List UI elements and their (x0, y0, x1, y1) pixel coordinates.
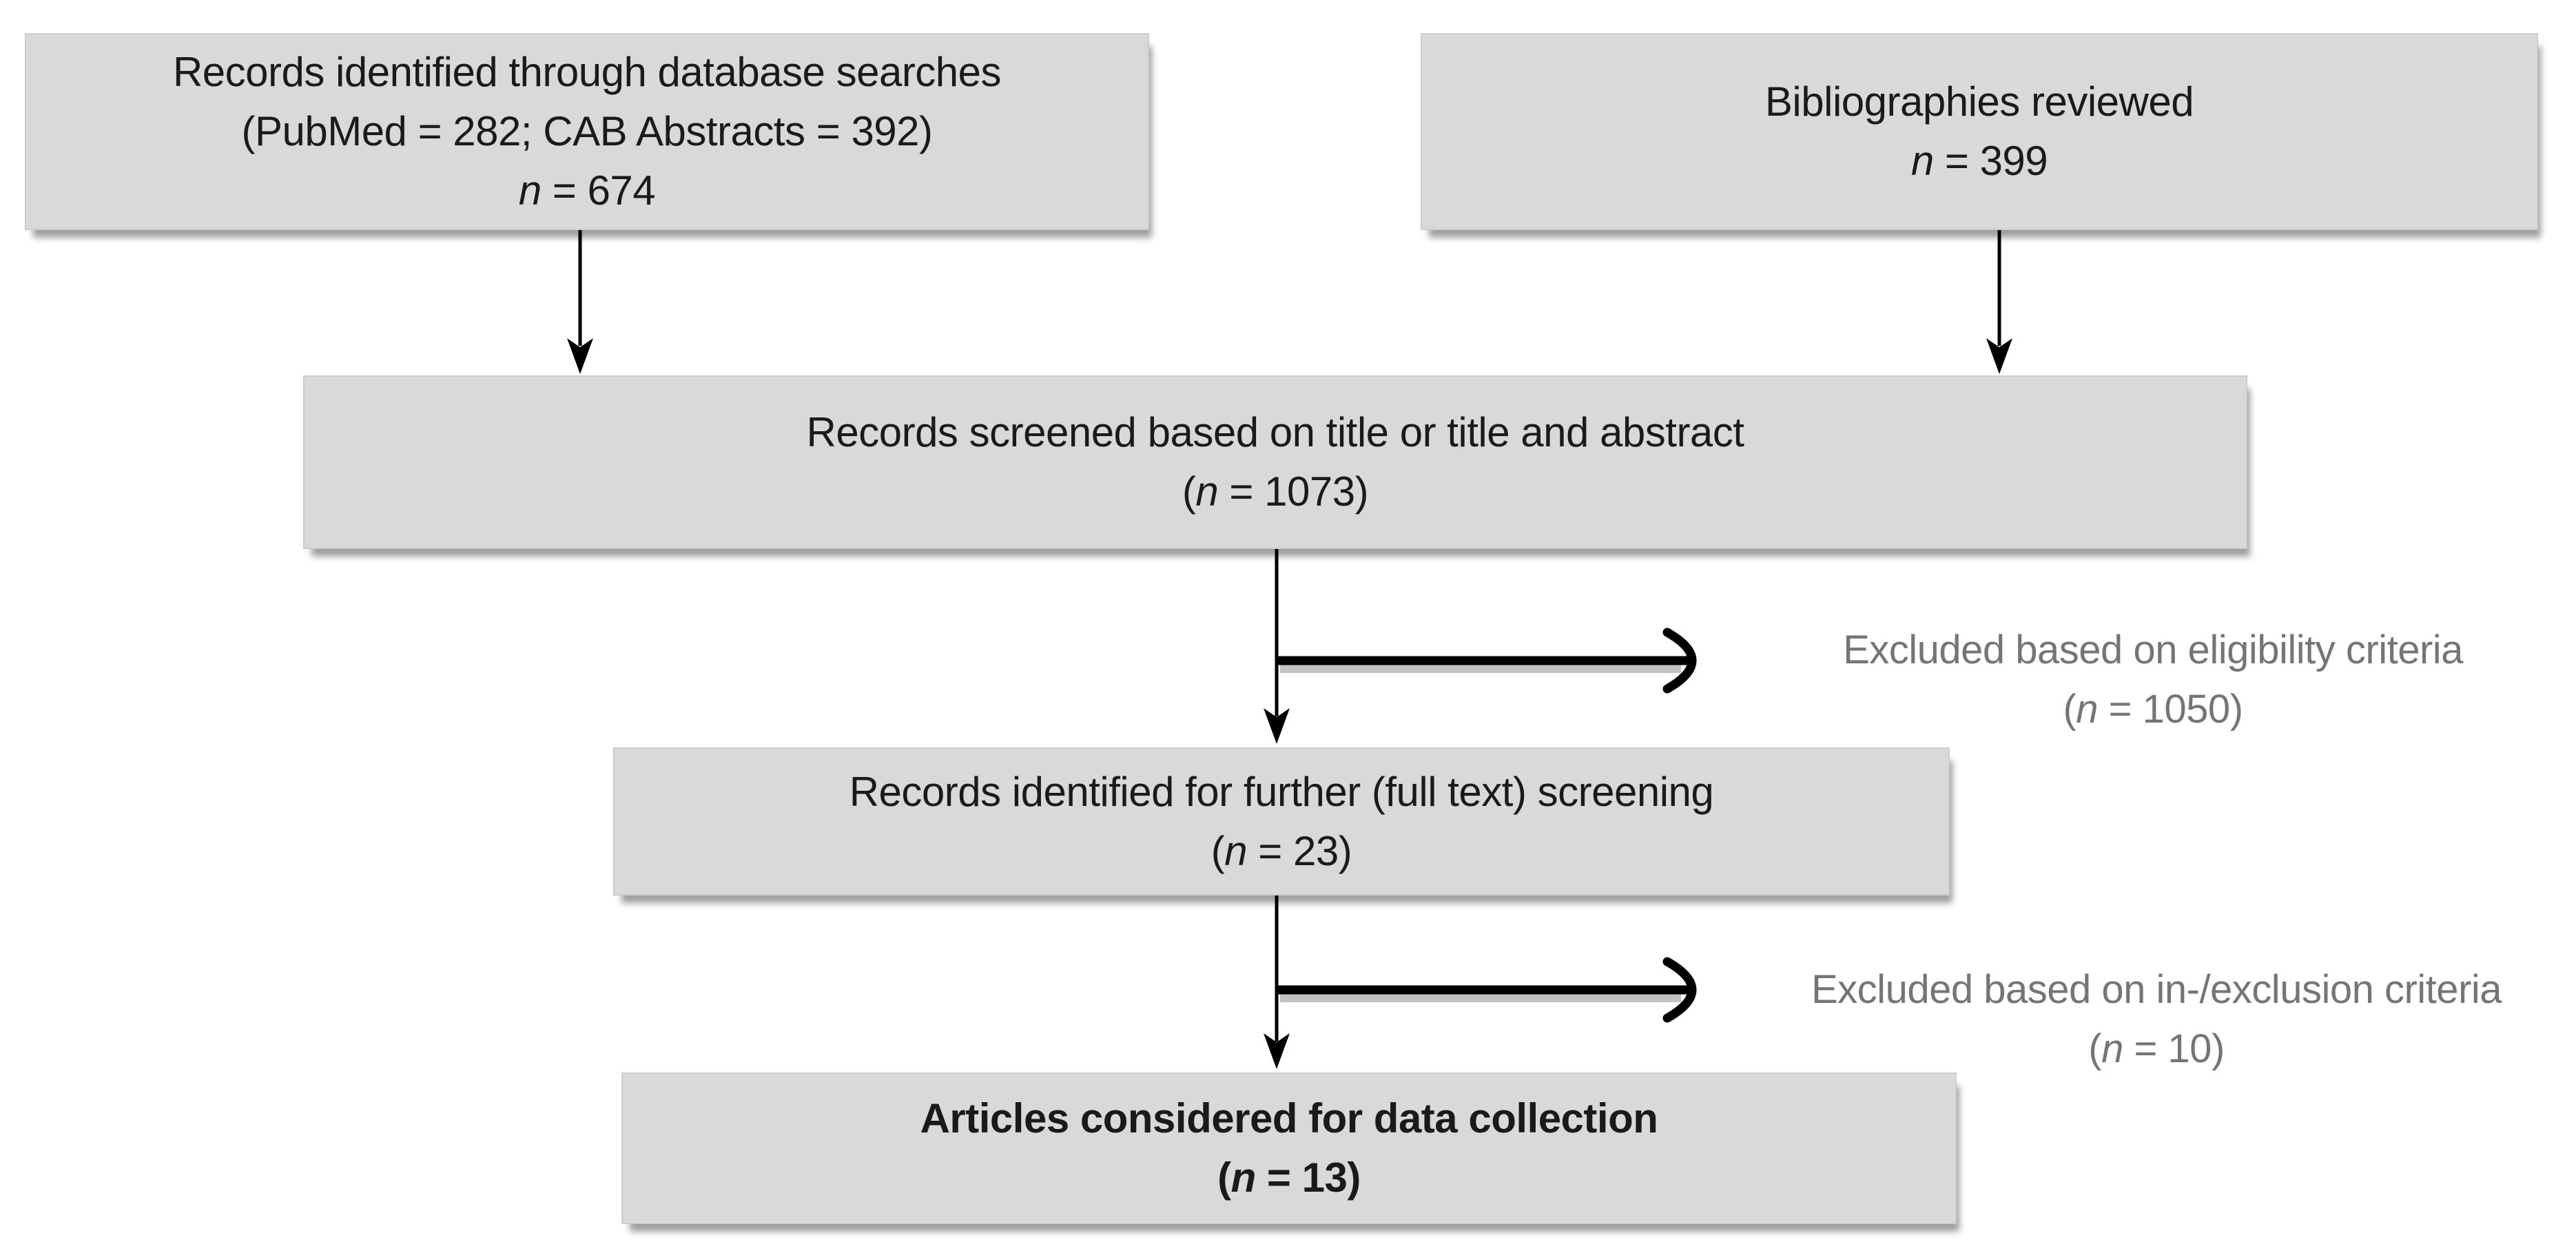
n-value: = 399 (1933, 138, 2048, 184)
note-text-line: Excluded based on eligibility criteria (1843, 628, 2463, 672)
n-value: = 23) (1247, 827, 1352, 874)
box-database-searches: Records identified through database sear… (25, 33, 1149, 230)
n-prefix: ( (1182, 468, 1196, 515)
box-n-count: (n = 23) (1211, 822, 1352, 881)
note-text-line: Excluded based on in-/exclusion criteria (1811, 967, 2502, 1012)
n-symbol: n (1910, 138, 1934, 184)
n-prefix: ( (2088, 1026, 2102, 1071)
n-value: = 674 (541, 167, 656, 214)
n-symbol: n (1224, 827, 1248, 874)
box-bibliographies-reviewed: Bibliographies reviewed n = 399 (1421, 33, 2538, 230)
n-value: = 1073) (1218, 468, 1369, 515)
n-prefix: ( (1217, 1154, 1231, 1201)
box-n-count: n = 399 (1911, 132, 2048, 191)
n-value: = 10) (2123, 1026, 2225, 1071)
box-n-count: (n = 1073) (1182, 462, 1369, 521)
box-text-line: Records screened based on title or title… (806, 409, 1744, 455)
note-excluded-inexclusion: Excluded based on in-/exclusion criteria… (1743, 960, 2570, 1079)
box-text-line: Bibliographies reviewed (1764, 79, 2194, 125)
arrow-bibliographies-to-screened (1986, 230, 2012, 374)
note-n-count: (n = 1050) (1743, 680, 2563, 739)
n-prefix: ( (2063, 687, 2077, 732)
box-n-count: (n = 13) (1217, 1148, 1361, 1208)
n-symbol: n (1195, 468, 1219, 515)
box-fulltext-screening: Records identified for further (full tex… (613, 747, 1950, 895)
arrow-database-to-screened (567, 230, 593, 374)
n-symbol: n (2101, 1026, 2123, 1071)
box-text-line: Records identified for further (full tex… (849, 768, 1714, 815)
arrow-branch-excluded-inexclusion (1277, 957, 1697, 1023)
box-n-count: n = 674 (518, 161, 656, 220)
n-symbol: n (2076, 687, 2099, 732)
note-n-count: (n = 10) (1743, 1019, 2570, 1079)
arrow-screened-to-fulltext (1264, 549, 1290, 744)
box-records-screened: Records screened based on title or title… (303, 375, 2247, 549)
n-symbol: n (1230, 1154, 1257, 1201)
box-text-line: (PubMed = 282; CAB Abstracts = 392) (241, 108, 933, 154)
n-value: = 1050) (2098, 687, 2243, 732)
arrow-fulltext-to-articles (1264, 895, 1290, 1069)
arrow-branch-excluded-eligibility (1277, 628, 1697, 694)
box-articles-data-collection: Articles considered for data collection … (621, 1073, 1957, 1224)
box-text-line: Articles considered for data collection (920, 1095, 1658, 1141)
n-value: = 13) (1255, 1154, 1361, 1201)
n-prefix: ( (1210, 827, 1225, 874)
n-symbol: n (518, 167, 542, 214)
box-text-line: Records identified through database sear… (172, 49, 1002, 95)
note-excluded-eligibility: Excluded based on eligibility criteria (… (1743, 621, 2563, 739)
